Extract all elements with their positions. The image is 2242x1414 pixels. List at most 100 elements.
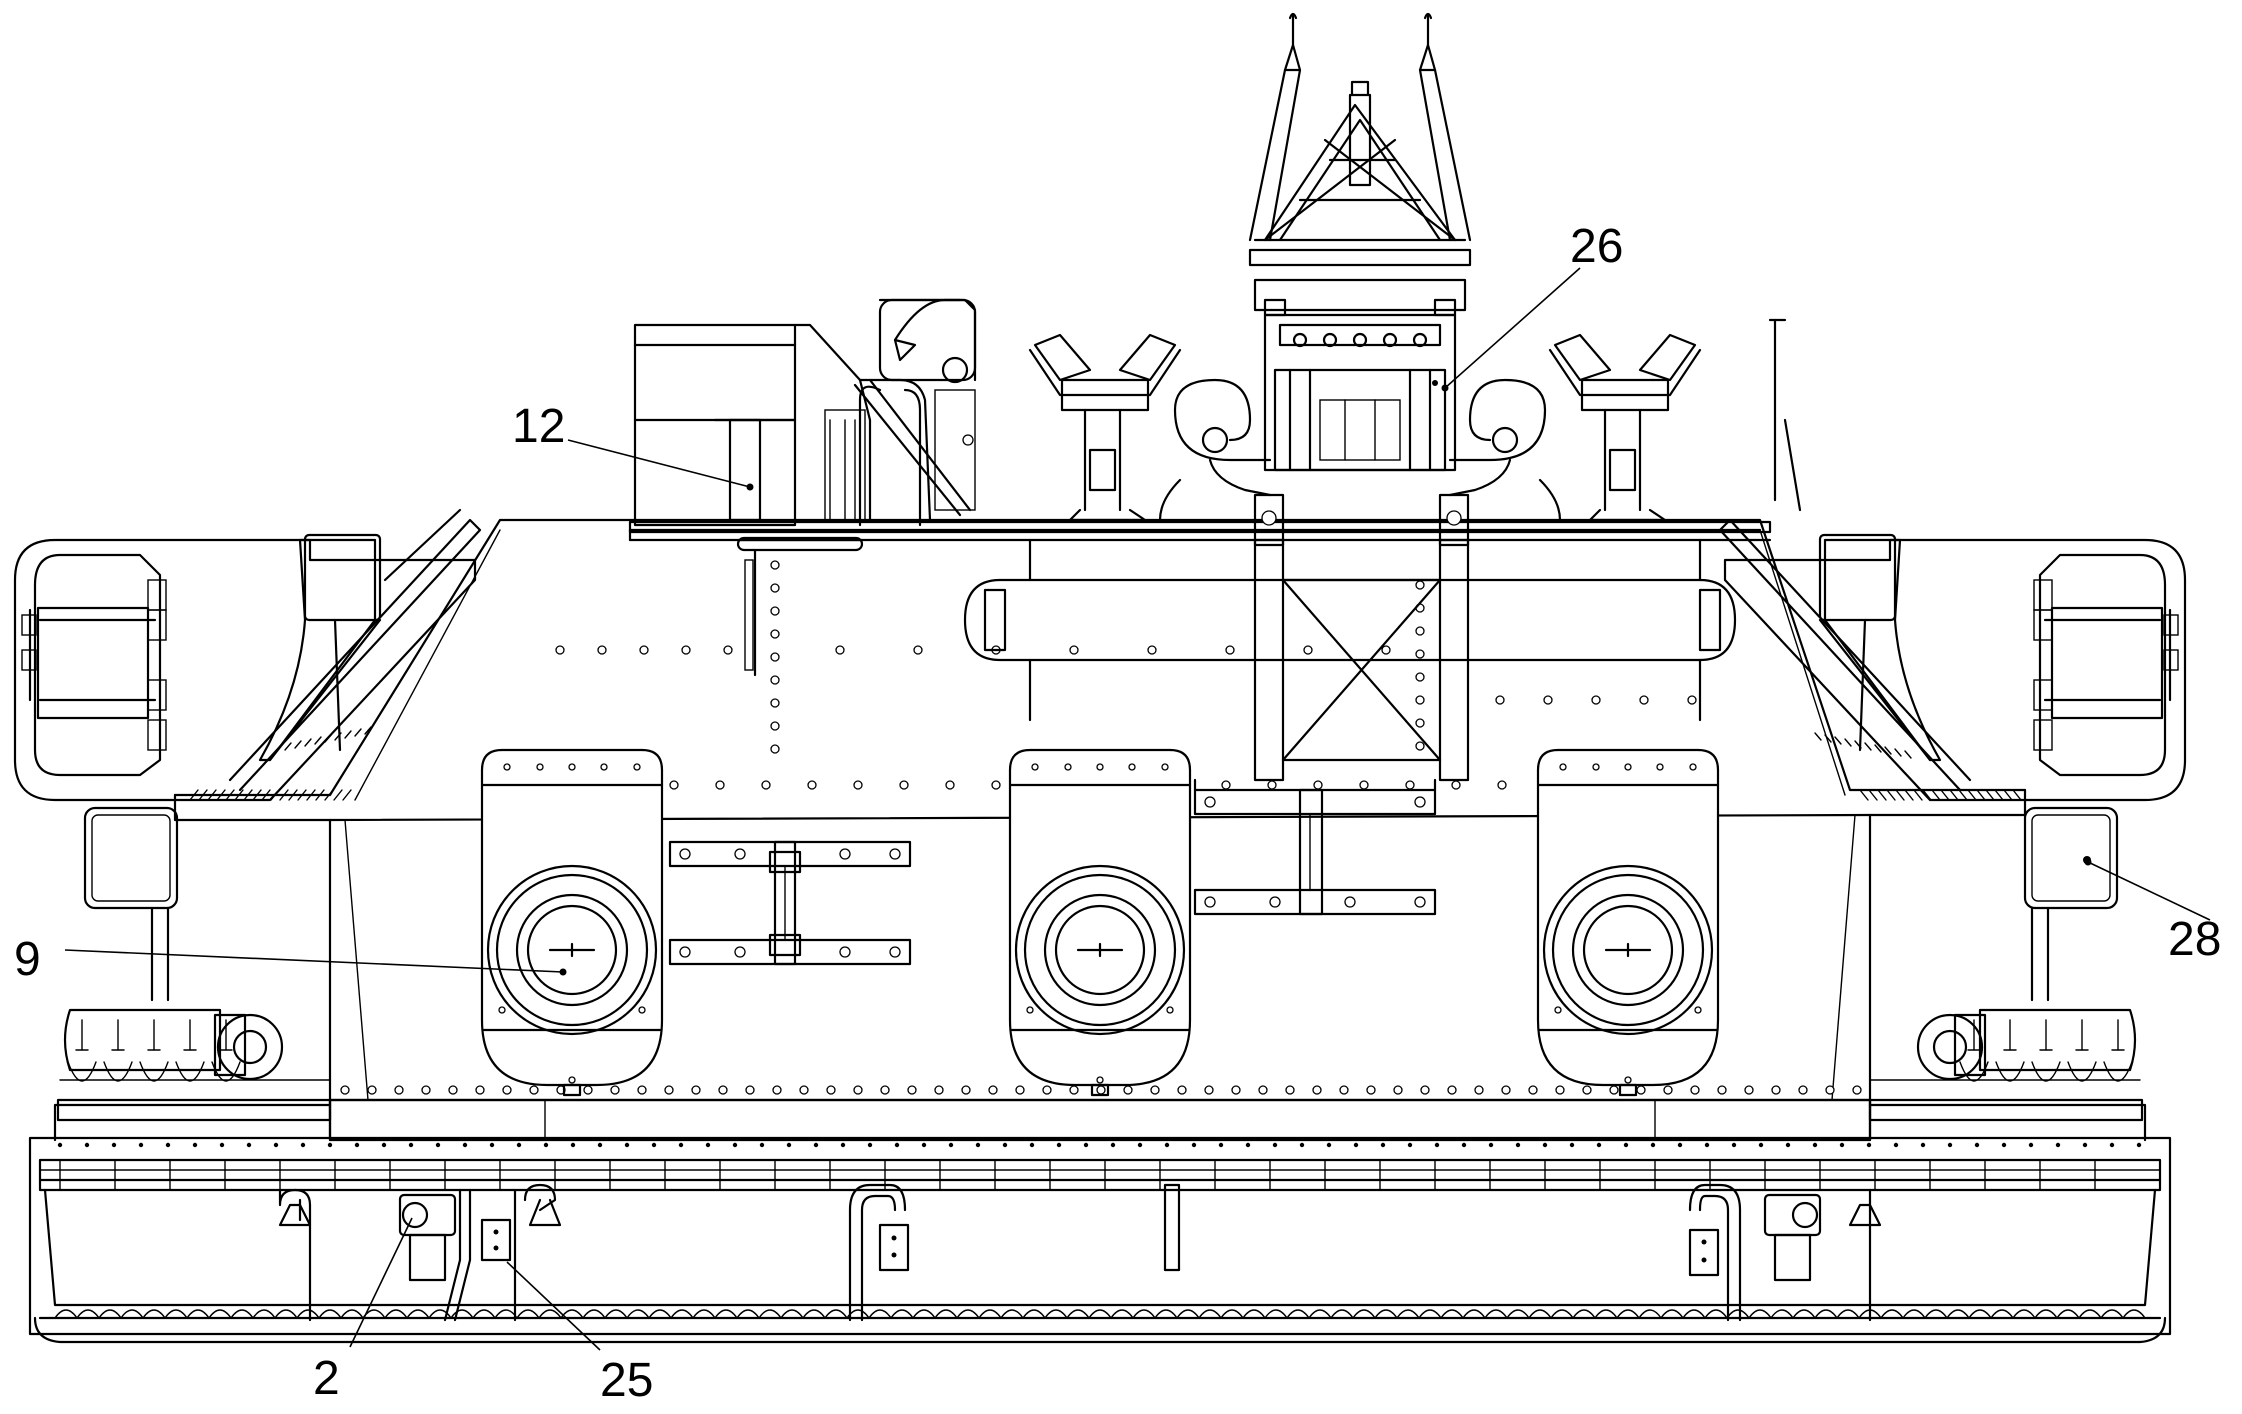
rivet (1313, 780, 1323, 790)
vent-slat (1904, 789, 1914, 801)
vent-slat (243, 789, 253, 801)
rivet (669, 780, 679, 790)
porthole-housing (1008, 748, 1192, 1087)
fan-blade (139, 1061, 169, 1082)
porthole-unit (1536, 748, 1720, 1097)
vent-slat (189, 789, 199, 801)
band-bolt (1299, 1142, 1305, 1148)
rivet (633, 763, 641, 771)
vent-slat (216, 789, 226, 801)
band-bolt (1893, 1142, 1899, 1148)
porthole-unit (480, 748, 664, 1097)
fan-blade (2031, 1061, 2061, 1082)
rivet (1415, 649, 1425, 659)
band-bolt (381, 1142, 387, 1148)
rivet (1415, 695, 1425, 705)
rivet (715, 780, 725, 790)
vent-slat (342, 789, 352, 801)
porthole-units (480, 748, 1720, 1097)
porthole-ring (526, 904, 618, 996)
rivet (503, 763, 511, 771)
band-bolt (1056, 1142, 1062, 1148)
lower-left-assembly (56, 1008, 332, 1122)
rivet (770, 698, 780, 708)
band-bolt (732, 1142, 738, 1148)
rivet (1771, 1085, 1781, 1095)
rivet (899, 780, 909, 790)
rivet (1717, 1085, 1727, 1095)
porthole-ring (1043, 893, 1157, 1007)
band-bolt (1434, 1142, 1440, 1148)
vent-slat (198, 789, 208, 801)
rivet (1161, 763, 1169, 771)
band-bolt (975, 1142, 981, 1148)
vent-slat (261, 789, 271, 801)
rivet (1687, 695, 1697, 705)
rivet (1690, 1085, 1700, 1095)
rivet (1474, 1085, 1484, 1095)
band-bolt (1191, 1142, 1197, 1148)
lifting-gantry (1248, 12, 1472, 472)
band-bolt (1218, 1142, 1224, 1148)
rivet (1554, 1006, 1562, 1014)
rivet (1225, 645, 1235, 655)
vent-slat (304, 738, 312, 747)
rivet (988, 1085, 998, 1095)
porthole-ring (1571, 893, 1685, 1007)
rivet (991, 780, 1001, 790)
fan-blade (2067, 1061, 2097, 1082)
band-bolt (1461, 1142, 1467, 1148)
rivet (1415, 580, 1425, 590)
vent-slat (1931, 789, 1941, 801)
rivet (770, 560, 780, 570)
band-bolt (840, 1142, 846, 1148)
rivet (610, 1085, 620, 1095)
band-bolt (1272, 1142, 1278, 1148)
band-bolt (1704, 1142, 1710, 1148)
vent-slat (1949, 789, 1959, 801)
rivet (1204, 1085, 1214, 1095)
vent-slat (1967, 789, 1977, 801)
vent-slat (1877, 789, 1887, 801)
band-bolt (1650, 1142, 1656, 1148)
rivet (1031, 763, 1039, 771)
rivet (1393, 1085, 1403, 1095)
rivet (1026, 1006, 1034, 1014)
band-bolt (1569, 1142, 1575, 1148)
callout-26: 26 (1570, 220, 1623, 273)
rivet (1312, 1085, 1322, 1095)
fan-blade (175, 1061, 205, 1082)
rivet (853, 780, 863, 790)
skirt-segments (54, 1309, 2146, 1319)
rivet (367, 1085, 377, 1095)
rivet (772, 1085, 782, 1095)
vent-slat (1844, 738, 1852, 747)
rivet (1591, 695, 1601, 705)
rivet (1528, 1085, 1538, 1095)
rivet (639, 645, 649, 655)
band-bolt (2001, 1142, 2007, 1148)
rivet (1415, 626, 1425, 636)
lower-pipes (278, 1183, 1882, 1322)
vent-slat (279, 789, 289, 801)
roller-stand-right (1548, 318, 1802, 522)
callout-28: 28 (2168, 913, 2221, 966)
porthole-housing (1536, 748, 1720, 1087)
rivet (555, 645, 565, 655)
rivet (1689, 763, 1697, 771)
callout-labels: 26 12 9 28 2 25 (14, 220, 2221, 1407)
porthole-housing (480, 748, 664, 1087)
rivet (770, 606, 780, 616)
band-bolt (1353, 1142, 1359, 1148)
band-bolt (165, 1142, 171, 1148)
vent-slat (364, 726, 372, 735)
band-bolt (489, 1142, 495, 1148)
rivet (1656, 763, 1664, 771)
rivet (1359, 780, 1369, 790)
porthole-ring (1014, 864, 1186, 1036)
band-bolt (1515, 1142, 1521, 1148)
callout-25: 25 (600, 1354, 653, 1407)
vent-slat (314, 736, 322, 745)
rivet (1285, 1085, 1295, 1095)
band-bolt (1245, 1142, 1251, 1148)
